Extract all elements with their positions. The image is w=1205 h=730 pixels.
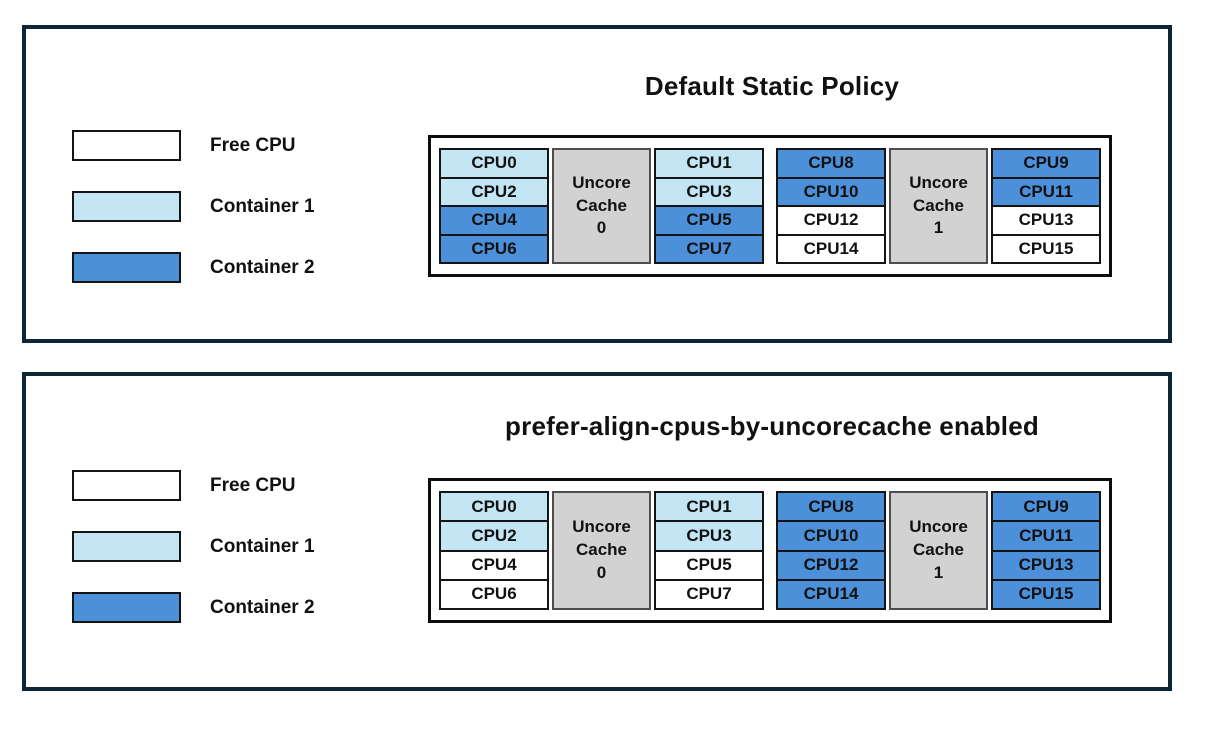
legend-label: Free CPU xyxy=(210,134,296,156)
legend-label: Container 2 xyxy=(210,596,315,618)
legend-swatch-free-cpu xyxy=(72,470,181,501)
cpu-column-left: CPU0 CPU2 CPU4 CPU6 xyxy=(439,148,549,264)
legend-swatch-free-cpu xyxy=(72,130,181,161)
cpu-cell: CPU2 xyxy=(439,520,549,552)
uncore-cluster-1: CPU8 CPU10 CPU12 CPU14 Uncore Cache 1 CP… xyxy=(776,148,1101,264)
legend-label: Container 1 xyxy=(210,535,315,557)
cpu-cell: CPU9 xyxy=(991,148,1101,179)
cpu-column-right: CPU1 CPU3 CPU5 CPU7 xyxy=(654,491,764,610)
cpu-cell: CPU10 xyxy=(776,176,886,207)
cpu-cell: CPU5 xyxy=(654,205,764,236)
legend-item: Container 2 xyxy=(72,592,315,623)
cpu-cell: CPU7 xyxy=(654,578,764,610)
panel-default-static-policy: Default Static Policy Free CPU Container… xyxy=(22,25,1172,343)
cpu-cell: CPU11 xyxy=(991,520,1101,552)
cpu-cell: CPU6 xyxy=(439,578,549,610)
uncore-cache-1-box: Uncore Cache 1 xyxy=(889,491,988,610)
cpu-topology-diagram: CPU0 CPU2 CPU4 CPU6 Uncore Cache 0 CPU1 … xyxy=(428,478,1112,623)
cpu-column-left: CPU8 CPU10 CPU12 CPU14 xyxy=(776,491,886,610)
cpu-cell: CPU1 xyxy=(654,148,764,179)
legend-label: Container 2 xyxy=(210,256,315,278)
cpu-cell: CPU12 xyxy=(776,205,886,236)
cpu-column-left: CPU8 CPU10 CPU12 CPU14 xyxy=(776,148,886,264)
cpu-column-right: CPU9 CPU11 CPU13 CPU15 xyxy=(991,491,1101,610)
cpu-cell: CPU12 xyxy=(776,549,886,581)
legend-item: Container 1 xyxy=(72,531,315,562)
cpu-cell: CPU3 xyxy=(654,176,764,207)
cpu-cell: CPU0 xyxy=(439,491,549,523)
cpu-cell: CPU6 xyxy=(439,233,549,264)
legend: Free CPU Container 1 Container 2 xyxy=(72,470,315,653)
legend-swatch-container-2 xyxy=(72,252,181,283)
cpu-cell: CPU13 xyxy=(991,205,1101,236)
cpu-cell: CPU8 xyxy=(776,148,886,179)
uncore-cache-0-box: Uncore Cache 0 xyxy=(552,491,651,610)
cpu-cell: CPU10 xyxy=(776,520,886,552)
legend-item: Free CPU xyxy=(72,470,315,501)
panel-title: Default Static Policy xyxy=(644,71,900,101)
legend: Free CPU Container 1 Container 2 xyxy=(72,130,315,313)
cpu-cell: CPU3 xyxy=(654,520,764,552)
cpu-column-right: CPU1 CPU3 CPU5 CPU7 xyxy=(654,148,764,264)
cpu-column-right: CPU9 CPU11 CPU13 CPU15 xyxy=(991,148,1101,264)
cpu-cell: CPU1 xyxy=(654,491,764,523)
legend-swatch-container-2 xyxy=(72,592,181,623)
cpu-cell: CPU11 xyxy=(991,176,1101,207)
uncore-cache-1-box: Uncore Cache 1 xyxy=(889,148,988,264)
panel-title: prefer-align-cpus-by-uncorecache enabled xyxy=(505,411,1039,441)
cpu-cell: CPU4 xyxy=(439,549,549,581)
cpu-cell: CPU2 xyxy=(439,176,549,207)
cpu-cell: CPU9 xyxy=(991,491,1101,523)
cpu-topology-diagram: CPU0 CPU2 CPU4 CPU6 Uncore Cache 0 CPU1 … xyxy=(428,135,1112,277)
cpu-cell: CPU13 xyxy=(991,549,1101,581)
cpu-cell: CPU4 xyxy=(439,205,549,236)
uncore-cache-0-box: Uncore Cache 0 xyxy=(552,148,651,264)
legend-item: Container 2 xyxy=(72,252,315,283)
cpu-cell: CPU14 xyxy=(776,578,886,610)
cpu-cell: CPU5 xyxy=(654,549,764,581)
uncore-cluster-0: CPU0 CPU2 CPU4 CPU6 Uncore Cache 0 CPU1 … xyxy=(439,491,764,610)
cpu-cell: CPU7 xyxy=(654,233,764,264)
legend-label: Container 1 xyxy=(210,195,315,217)
cpu-cell: CPU15 xyxy=(991,578,1101,610)
cpu-cell: CPU8 xyxy=(776,491,886,523)
uncore-cluster-0: CPU0 CPU2 CPU4 CPU6 Uncore Cache 0 CPU1 … xyxy=(439,148,764,264)
uncore-cluster-1: CPU8 CPU10 CPU12 CPU14 Uncore Cache 1 CP… xyxy=(776,491,1101,610)
cpu-cell: CPU0 xyxy=(439,148,549,179)
legend-item: Free CPU xyxy=(72,130,315,161)
cpu-column-left: CPU0 CPU2 CPU4 CPU6 xyxy=(439,491,549,610)
cpu-cell: CPU15 xyxy=(991,233,1101,264)
legend-swatch-container-1 xyxy=(72,191,181,222)
legend-label: Free CPU xyxy=(210,474,296,496)
legend-item: Container 1 xyxy=(72,191,315,222)
panel-uncorecache-enabled: prefer-align-cpus-by-uncorecache enabled… xyxy=(22,372,1172,691)
cpu-cell: CPU14 xyxy=(776,233,886,264)
legend-swatch-container-1 xyxy=(72,531,181,562)
